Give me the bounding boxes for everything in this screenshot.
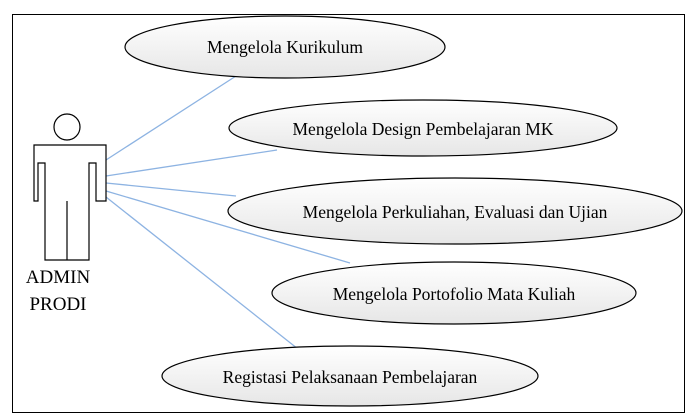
use-case-portofolio-mata-kuliah: Mengelola Portofolio Mata Kuliah xyxy=(271,261,637,325)
association-line-4 xyxy=(105,190,351,264)
use-case-ellipse xyxy=(228,99,618,157)
use-case-ellipse xyxy=(124,15,446,79)
association-line-1 xyxy=(105,75,237,161)
use-case-ellipse xyxy=(271,261,637,325)
use-case-label: Mengelola Perkuliahan, Evaluasi dan Ujia… xyxy=(303,202,608,222)
association-line-2 xyxy=(105,149,278,177)
use-case-label: Mengelola Portofolio Mata Kuliah xyxy=(333,284,576,304)
actor-name-line1: ADMIN xyxy=(26,267,91,288)
association-line-5 xyxy=(105,196,299,350)
use-case-label: Mengelola Design Pembelajaran MK xyxy=(293,119,554,139)
use-case-perkuliahan-evaluasi-ujian: Mengelola Perkuliahan, Evaluasi dan Ujia… xyxy=(227,177,683,245)
actor-figure xyxy=(33,113,107,261)
use-case-label: Mengelola Kurikulum xyxy=(207,37,363,57)
use-case-ellipse xyxy=(227,177,683,245)
actor-head xyxy=(53,113,81,141)
use-case-design-pembelajaran: Mengelola Design Pembelajaran MK xyxy=(228,99,618,157)
use-case-mengelola-kurikulum: Mengelola Kurikulum xyxy=(124,15,446,79)
system-boundary xyxy=(12,14,685,413)
association-lines xyxy=(105,75,351,350)
use-case-ellipse xyxy=(161,345,539,407)
use-case-registasi-pelaksanaan: Registasi Pelaksanaan Pembelajaran xyxy=(161,345,539,407)
actor-name-line2: PRODI xyxy=(29,294,86,315)
use-case-label: Registasi Pelaksanaan Pembelajaran xyxy=(223,367,478,387)
association-line-3 xyxy=(105,182,237,197)
actor-body xyxy=(33,144,107,261)
